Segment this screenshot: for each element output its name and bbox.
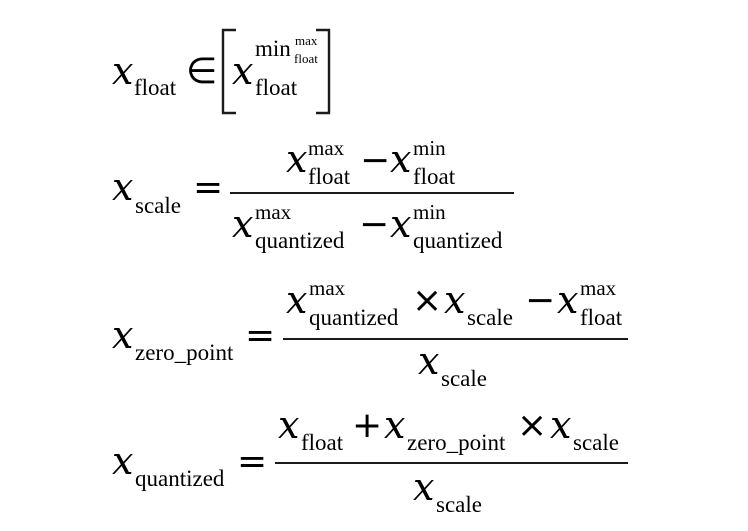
sub-float: float [301,430,344,455]
sub-float: float [294,51,318,66]
times-sign: × [517,405,547,446]
sub-zero-point: zero_point [407,430,506,455]
times-sign: × [412,280,442,321]
equation-quantized: x quantized = x float + x zero_point × x… [112,403,628,517]
sup-min: min [413,200,446,224]
left-bracket [221,28,236,115]
sub-scale: scale [573,430,619,455]
sub-quantized: quantized [309,305,399,330]
right-bracket [316,28,331,115]
sub-scale: scale [436,492,482,517]
var-x: x [112,49,133,93]
var-x: x [557,278,578,322]
var-x: x [112,439,133,483]
var-x: x [444,278,465,322]
sub-quantized: quantized [135,466,225,491]
sub-float: float [413,164,456,189]
minus-sign: − [359,204,389,245]
sub-quantized: quantized [255,228,345,253]
equation-range: x float ∈ x min max float float [112,28,331,115]
sub-quantized: quantized [413,228,503,253]
var-x: x [418,339,439,383]
var-x: x [278,403,299,447]
sup-max: max [580,276,617,300]
minus-sign: − [525,280,555,321]
plus-sign: + [352,405,382,446]
equals-sign: = [245,315,275,356]
var-x: x [232,202,253,246]
equation-scale: x scale = x max float − x min float x ma… [112,136,514,253]
sub-float: float [308,164,351,189]
equals-sign: = [193,167,223,208]
var-x: x [112,313,133,357]
equals-sign: = [237,441,267,482]
var-x: x [232,49,253,93]
sup-max: max [309,276,346,300]
var-x: x [390,202,411,246]
sub-float: float [134,75,177,100]
minus-sign: − [360,140,390,181]
sub-scale: scale [135,193,181,218]
sub-float: float [255,75,298,100]
sub-zero-point: zero_point [135,340,234,365]
var-x: x [413,465,434,509]
var-x: x [384,403,405,447]
sub-scale: scale [467,305,513,330]
sup-min: min [413,136,446,160]
var-x: x [112,165,133,209]
sup-max: max [308,136,345,160]
var-x: x [550,403,571,447]
var-x: x [286,278,307,322]
sup-max: max [255,200,292,224]
sub-scale: scale [441,366,487,391]
sup-min: min [255,36,291,61]
var-x: x [286,137,307,181]
element-of-symbol: ∈ [186,51,217,92]
sup-max: max [295,33,318,48]
var-x: x [390,137,411,181]
equation-zero-point: x zero_point = x max quantized × x scale… [112,276,628,391]
sub-float: float [580,305,623,330]
